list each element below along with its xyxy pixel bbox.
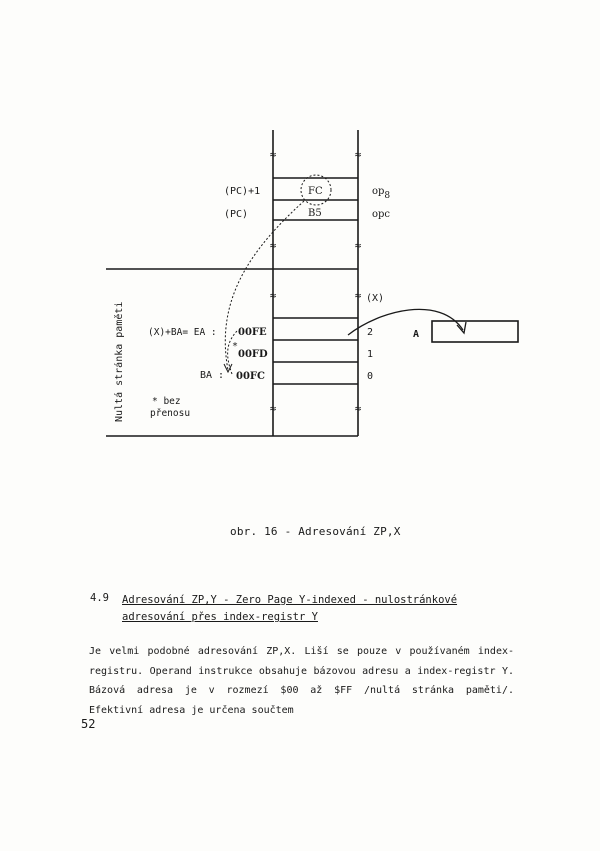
break-mark: ≈ (355, 289, 362, 302)
label-xba-ea: (X)+BA= EA : (148, 327, 217, 338)
break-mark: ≈ (270, 289, 277, 302)
break-mark: ≈ (355, 148, 362, 161)
label-op: op8 (372, 186, 390, 201)
index-dotted-arrow (227, 329, 239, 375)
body-paragraph: Je velmi podobné adresování ZP,X. Liší s… (89, 646, 514, 716)
section-number: 4.9 (90, 592, 109, 604)
break-mark: ≈ (355, 239, 362, 252)
register-a-box (431, 320, 519, 343)
break-mark: ≈ (270, 239, 277, 252)
label-pc: (PC) (224, 209, 248, 220)
cell-b5: B5 (308, 208, 322, 219)
label-pc-plus-1: (PC)+1 (224, 186, 260, 197)
section-title-line-2: adresování přes index-registr Y (122, 611, 318, 623)
section-title-line-1: Adresování ZP,Y - Zero Page Y-indexed - … (122, 594, 458, 606)
break-mark: ≈ (270, 148, 277, 161)
note-bez: * bez (152, 396, 181, 407)
section-title: Adresování ZP,Y - Zero Page Y-indexed - … (122, 592, 522, 626)
cell-fc: FC (308, 186, 323, 197)
star-mark: * (232, 341, 238, 352)
fc-to-00fc-dotted-arrow (224, 200, 305, 371)
index-0: 0 (367, 371, 373, 382)
to-register-a-arrow (347, 308, 464, 336)
figure-caption: obr. 16 - Adresování ZP,X (230, 525, 401, 538)
label-opc: opc (372, 209, 390, 220)
index-1: 1 (367, 349, 373, 360)
label-register-a: A (413, 329, 419, 340)
addr-00fe: 00FE (238, 327, 267, 338)
label-zero-page: Nultá stránka paměti (113, 302, 125, 422)
addr-00fc: 00FC (236, 371, 265, 382)
label-ba: BA : (200, 370, 224, 381)
memory-diagram: ≈ ≈ ≈ ≈ ≈ ≈ ≈ ≈ (PC)+1 (PC) FC B5 op8 op… (106, 130, 519, 437)
page-number: 52 (81, 717, 96, 731)
break-mark: ≈ (355, 402, 362, 415)
addr-00fd: 00FD (238, 349, 268, 360)
break-mark: ≈ (270, 402, 277, 415)
index-2: 2 (367, 327, 373, 338)
note-prenosu: přenosu (150, 408, 190, 419)
fc-highlight-circle (300, 174, 332, 206)
label-x-register: (X) (366, 293, 384, 304)
